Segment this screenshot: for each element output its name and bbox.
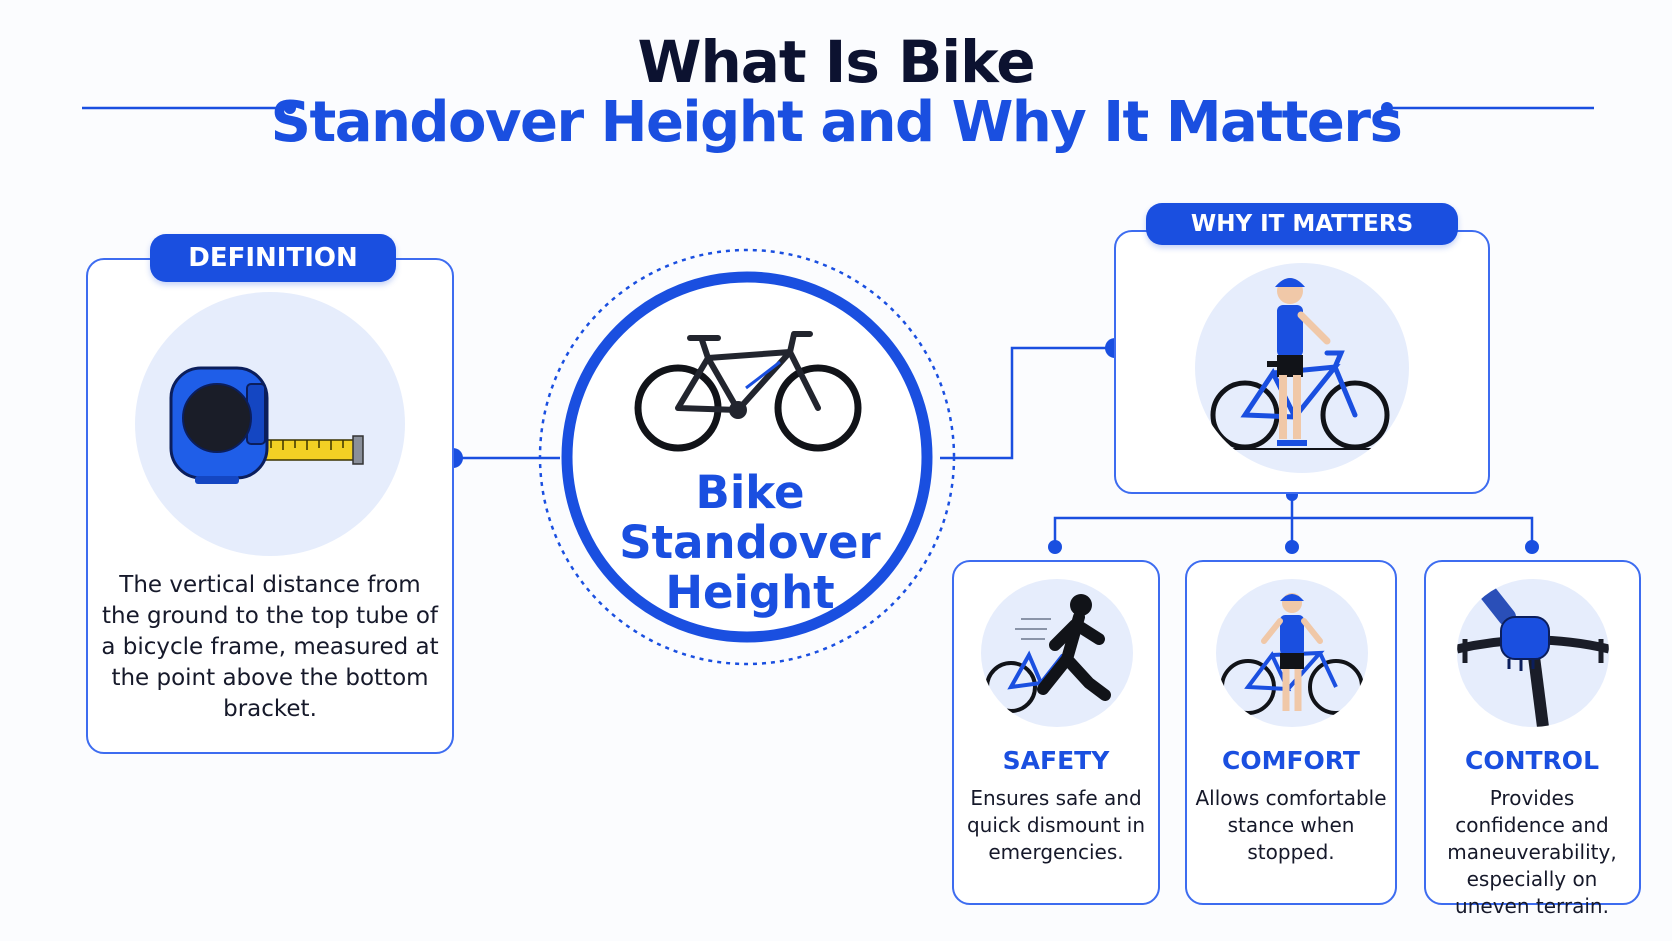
bicycle-icon	[634, 331, 862, 452]
why-connector	[940, 346, 1115, 460]
title-rule-right-dot	[1381, 102, 1393, 114]
card-safety-title: SAFETY	[1002, 746, 1110, 775]
why-pill: WHY IT MATTERS	[1146, 203, 1458, 245]
why-icon-disc	[1195, 263, 1409, 473]
title-rule-left-dot	[284, 102, 296, 114]
cards-connector	[1053, 493, 1534, 547]
card-safety-icon-disc	[981, 579, 1133, 727]
title-line-2: Standover Height and Why It Matters	[270, 90, 1403, 155]
rider-standing-over-bike-icon	[1210, 278, 1390, 450]
card-safety-dot	[1048, 540, 1062, 554]
center-circle	[538, 248, 956, 666]
card-comfort-dot	[1285, 540, 1299, 554]
card-control-text: Provides confidence and maneuverability,…	[1447, 786, 1617, 918]
running-dismount-icon	[985, 594, 1111, 713]
center-label: Bike Standover Height	[619, 466, 881, 619]
definition-pill: DEFINITION	[150, 234, 396, 282]
tape-measure-icon	[169, 366, 364, 484]
card-safety-text: Ensures safe and quick dismount in emerg…	[966, 786, 1146, 864]
card-control-dot	[1525, 540, 1539, 554]
definition-text: The vertical distance from the ground to…	[101, 572, 439, 722]
card-comfort-title: COMFORT	[1222, 746, 1360, 775]
card-comfort-text: Allows comfortable stance when stopped.	[1195, 786, 1387, 864]
hand-on-handlebar-icon	[1457, 579, 1609, 727]
definition-icon-disc	[135, 292, 405, 556]
card-comfort-icon-disc	[1216, 579, 1368, 727]
title-line-1: What Is Bike	[637, 28, 1035, 96]
card-control-title: CONTROL	[1464, 746, 1599, 775]
card-control-icon-disc	[1457, 579, 1609, 727]
rider-standing-icon	[1220, 593, 1364, 715]
